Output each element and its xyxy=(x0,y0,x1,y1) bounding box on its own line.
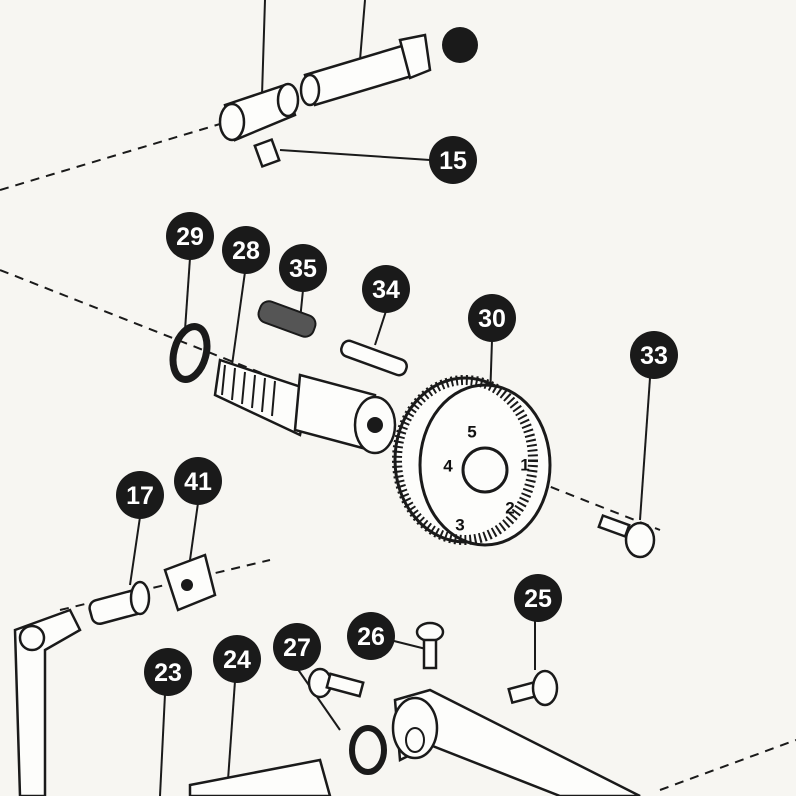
spring-35 xyxy=(257,300,317,338)
callout-15: 15 xyxy=(429,136,477,184)
nut-41 xyxy=(163,553,217,612)
svg-text:35: 35 xyxy=(289,255,317,283)
shaft-28 xyxy=(213,358,397,455)
svg-text:24: 24 xyxy=(223,646,251,674)
sleeve-part xyxy=(218,82,300,142)
callout-17: 17 xyxy=(116,471,164,519)
svg-text:28: 28 xyxy=(232,237,260,265)
svg-text:34: 34 xyxy=(372,276,400,304)
dial-number: 2 xyxy=(505,499,514,518)
svg-text:41: 41 xyxy=(184,468,212,496)
link-arm xyxy=(13,608,82,796)
leader-lines xyxy=(129,0,651,796)
dial-number: 1 xyxy=(520,456,529,475)
screw-33 xyxy=(597,513,656,559)
svg-text:33: 33 xyxy=(640,342,668,370)
screw-26 xyxy=(415,621,445,670)
svg-text:29: 29 xyxy=(176,223,204,251)
dial-knob-30: 5 4 1 2 3 xyxy=(392,375,552,547)
callout-26: 26 xyxy=(347,612,395,660)
svg-text:25: 25 xyxy=(524,585,552,613)
set-screw-15 xyxy=(253,137,281,169)
callout-33: 33 xyxy=(630,331,678,379)
callout-30: 30 xyxy=(468,294,516,342)
svg-text:26: 26 xyxy=(357,623,385,651)
stud-17 xyxy=(88,580,151,626)
callout-24: 24 xyxy=(213,635,261,683)
callout-25: 25 xyxy=(514,574,562,622)
pin-part xyxy=(299,33,432,107)
dial-number: 5 xyxy=(467,423,476,442)
callout-28: 28 xyxy=(222,226,270,274)
callout-23: 23 xyxy=(144,648,192,696)
dial-number: 3 xyxy=(455,516,464,535)
callout-27: 27 xyxy=(273,623,321,671)
svg-text:27: 27 xyxy=(283,634,311,662)
shaft-24 xyxy=(188,758,332,796)
cap-part xyxy=(442,27,478,63)
crank-lever xyxy=(391,688,641,796)
callout-35: 35 xyxy=(279,244,327,292)
svg-text:30: 30 xyxy=(478,305,506,333)
svg-text:15: 15 xyxy=(439,147,467,175)
axis-line-bottom xyxy=(659,739,796,791)
dial-number: 4 xyxy=(443,457,453,476)
callout-41: 41 xyxy=(174,457,222,505)
callout-29: 29 xyxy=(166,212,214,260)
callouts: 15 29 28 35 34 30 33 17 41 25 26 27 23 2… xyxy=(116,136,678,696)
screw-left xyxy=(307,667,365,699)
svg-text:23: 23 xyxy=(154,659,182,687)
axis-line-top xyxy=(0,114,251,191)
callout-34: 34 xyxy=(362,265,410,313)
svg-text:17: 17 xyxy=(126,482,154,510)
washer-29 xyxy=(169,323,211,383)
screw-25 xyxy=(507,669,559,707)
washer-27 xyxy=(349,725,387,775)
pin-34 xyxy=(340,339,408,377)
